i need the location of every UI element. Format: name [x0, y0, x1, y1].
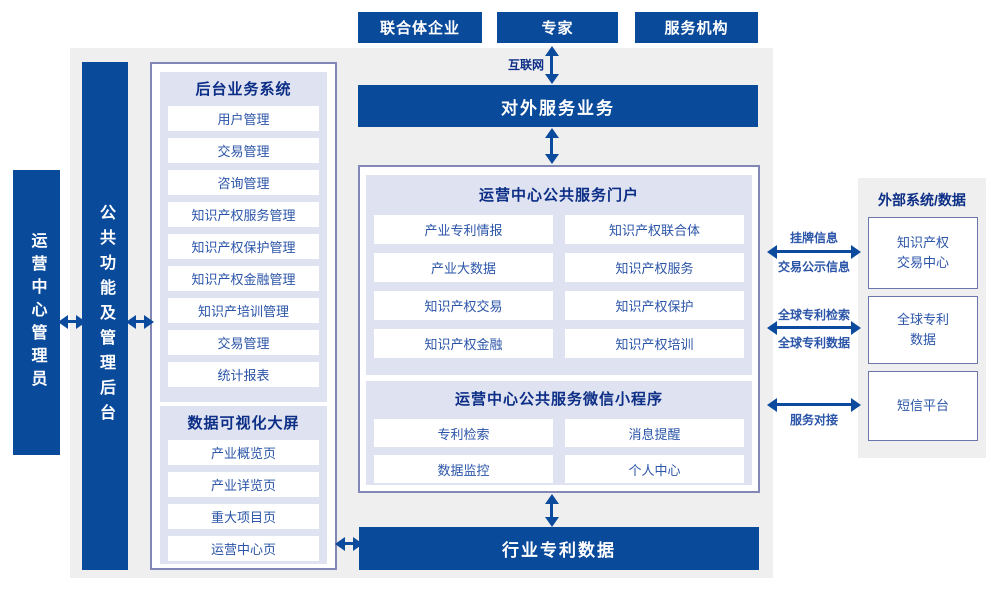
backend-item: 交易管理 [168, 138, 319, 163]
external-box-line: 数据 [909, 332, 936, 347]
external-box-line: 交易中心 [896, 255, 949, 270]
portal-item: 知识产权交易 [374, 291, 553, 320]
actor-label: 专家 [541, 20, 574, 37]
internet-label: 互联网 [507, 58, 544, 72]
dashboard-items: 产业概览页 产业详览页 重大项目页 运营中心页 [168, 440, 319, 561]
external-service-bar: 对外服务业务 [358, 85, 758, 127]
backend-item: 用户管理 [168, 106, 319, 131]
backend-section: 后台业务系统 用户管理 交易管理 咨询管理 知识产权服务管理 知识产权保护管理 … [160, 72, 327, 402]
miniprogram-section: 运营中心公共服务微信小程序 专利检索 消息提醒 数据监控 个人中心 [366, 381, 752, 485]
backend-item: 咨询管理 [168, 170, 319, 195]
portal-item: 知识产权培训 [565, 329, 744, 358]
operation-center-box: 运营中心公共服务门户 产业专利情报 知识产权联合体 产业大数据 知识产权服务 知… [358, 165, 760, 493]
service-docking-double-arrow-icon [767, 397, 861, 412]
backend-item: 知识产权金融管理 [168, 266, 319, 291]
backend-title: 后台业务系统 [195, 81, 292, 98]
external-box-global-patent-data: 全球专利 数据 [868, 296, 978, 364]
miniprogram-item: 专利检索 [374, 419, 553, 447]
dashboard-item: 运营中心页 [168, 536, 319, 561]
backend-item: 知识产权服务管理 [168, 202, 319, 227]
dashboard-item: 产业详览页 [168, 472, 319, 497]
link-label-transaction-publicity: 交易公示信息 [777, 260, 850, 274]
portal-item: 知识产权服务 [565, 253, 744, 282]
dashboard-item: 产业概览页 [168, 440, 319, 465]
external-box-sms-platform: 短信平台 [868, 371, 978, 441]
portal-item: 知识产权保护 [565, 291, 744, 320]
actor-label: 联合体企业 [379, 20, 460, 37]
dashboard-industry-double-arrow-icon [335, 536, 363, 551]
dashboard-title: 数据可视化大屏 [187, 415, 300, 432]
external-box-line: 短信平台 [896, 397, 949, 413]
backend-item: 统计报表 [168, 362, 319, 387]
portal-industry-double-arrow-icon [544, 494, 559, 527]
backend-item: 交易管理 [168, 330, 319, 355]
ip-exchange-double-arrow-icon [767, 244, 861, 259]
portal-item: 产业专利情报 [374, 215, 553, 244]
backend-items: 用户管理 交易管理 咨询管理 知识产权服务管理 知识产权保护管理 知识产权金融管… [168, 106, 319, 387]
portal-title: 运营中心公共服务门户 [478, 187, 639, 204]
miniprogram-item: 个人中心 [565, 455, 744, 483]
dashboard-section: 数据可视化大屏 产业概览页 产业详览页 重大项目页 运营中心页 [160, 406, 327, 564]
portal-item: 知识产权联合体 [565, 215, 744, 244]
miniprogram-title: 运营中心公共服务微信小程序 [454, 391, 663, 408]
miniprogram-items: 专利检索 消息提醒 数据监控 个人中心 [374, 419, 744, 483]
backend-item: 知识产培训管理 [168, 298, 319, 323]
link-label-service-docking: 服务对接 [789, 413, 838, 427]
link-label-listing-info: 挂牌信息 [789, 231, 838, 245]
industry-data-label: 行业专利数据 [502, 541, 616, 560]
miniprogram-item: 消息提醒 [565, 419, 744, 447]
actor-consortium-enterprise: 联合体企业 [358, 12, 482, 43]
portal-section: 运营中心公共服务门户 产业专利情报 知识产权联合体 产业大数据 知识产权服务 知… [366, 175, 752, 375]
admin-functions-bar: 公共功能及管理后台 [82, 62, 128, 570]
industry-patent-data-bar: 行业专利数据 [359, 527, 759, 570]
portal-item: 知识产权金融 [374, 329, 553, 358]
actor-expert: 专家 [497, 12, 618, 43]
operation-center-admin-bar: 运营中心管理员 [13, 170, 60, 455]
link-label-global-patent-search: 全球专利检索 [777, 308, 850, 322]
admin-bar-label: 公共功能及管理后台 [97, 203, 114, 429]
service-portal-double-arrow-icon [544, 128, 559, 164]
portal-item: 产业大数据 [374, 253, 553, 282]
global-patent-double-arrow-icon [767, 320, 861, 335]
actor-service-agency: 服务机构 [635, 12, 758, 43]
portal-items: 产业专利情报 知识产权联合体 产业大数据 知识产权服务 知识产权交易 知识产权保… [374, 215, 744, 358]
internet-double-arrow-icon [544, 46, 559, 84]
actor-label: 服务机构 [664, 20, 729, 37]
external-systems-panel: 外部系统/数据 知识产权 交易中心 全球专利 数据 短信平台 [858, 178, 986, 458]
operator-admin-double-arrow-icon [58, 314, 86, 329]
external-box-ip-exchange: 知识产权 交易中心 [868, 217, 978, 289]
link-label-global-patent-data: 全球专利数据 [777, 336, 850, 350]
operator-bar-label: 运营中心管理员 [28, 232, 46, 393]
backend-item: 知识产权保护管理 [168, 234, 319, 259]
miniprogram-item: 数据监控 [374, 455, 553, 483]
backend-dashboard-box: 后台业务系统 用户管理 交易管理 咨询管理 知识产权服务管理 知识产权保护管理 … [150, 62, 337, 570]
external-box-line: 全球专利 [896, 311, 949, 327]
external-service-label: 对外服务业务 [501, 98, 615, 118]
admin-backend-double-arrow-icon [126, 314, 154, 329]
external-systems-title: 外部系统/数据 [878, 192, 966, 208]
external-box-line: 知识产权 [896, 234, 949, 250]
dashboard-item: 重大项目页 [168, 504, 319, 529]
